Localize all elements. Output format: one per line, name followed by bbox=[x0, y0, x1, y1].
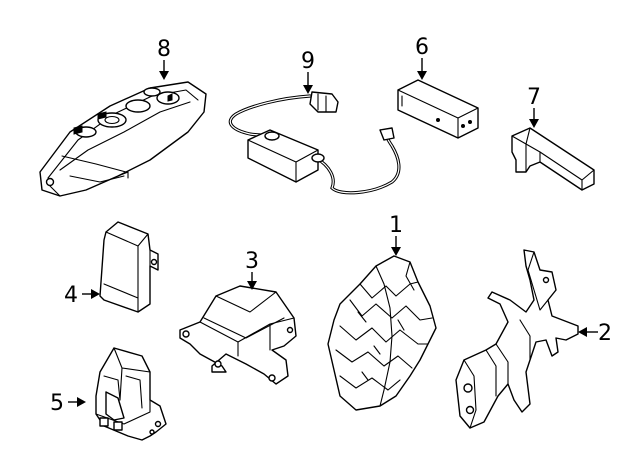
callout-label-4: 4 bbox=[64, 283, 78, 308]
part-2-mounting-bracket bbox=[455, 249, 579, 429]
part-8-key-fob bbox=[39, 81, 207, 197]
part-1-large-module bbox=[327, 255, 437, 411]
callout-label-1: 1 bbox=[389, 213, 403, 238]
callout-label-2: 2 bbox=[598, 321, 612, 346]
callout-label-7: 7 bbox=[527, 85, 541, 110]
callout-arrows bbox=[68, 58, 598, 407]
callout-label-5: 5 bbox=[50, 391, 64, 416]
callout-label-6: 6 bbox=[415, 35, 429, 60]
callout-label-8: 8 bbox=[157, 37, 171, 62]
part-6-box-module bbox=[397, 79, 479, 139]
part-4-module bbox=[99, 221, 159, 313]
callout-label-3: 3 bbox=[245, 249, 259, 274]
part-9-antenna-module bbox=[228, 91, 401, 195]
callout-label-9: 9 bbox=[301, 49, 315, 74]
part-5-switch bbox=[95, 347, 167, 441]
part-3-control-module bbox=[179, 285, 297, 385]
part-7-bracket-bar bbox=[511, 127, 595, 191]
